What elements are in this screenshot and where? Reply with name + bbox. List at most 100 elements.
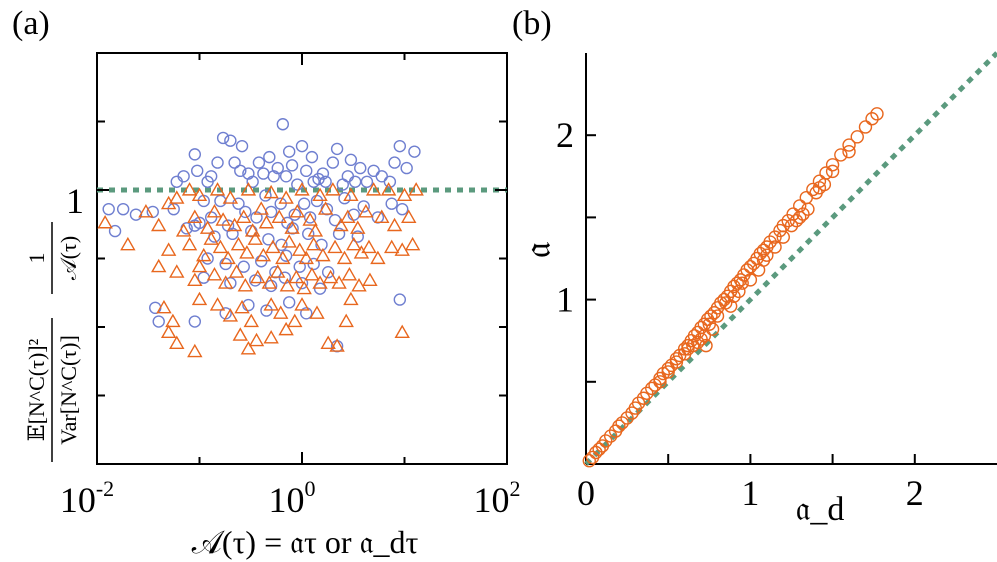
circle-point	[388, 156, 401, 169]
circle-point	[723, 299, 738, 313]
circle-point	[768, 240, 782, 254]
triangle-point	[401, 209, 417, 223]
circle-point	[315, 238, 328, 252]
circle-point	[332, 227, 346, 241]
triangle-point	[263, 184, 279, 199]
circle-point	[789, 213, 804, 228]
circle-point	[330, 142, 344, 156]
triangle-point	[361, 239, 377, 254]
circle-point	[293, 260, 306, 273]
triangle-point	[206, 267, 223, 281]
triangle-point	[292, 242, 308, 256]
circle-point	[825, 164, 840, 179]
circle-point	[276, 118, 290, 131]
panel-a-y-tick-label: 1	[66, 181, 84, 221]
circle-point	[640, 386, 654, 401]
triangle-point	[346, 236, 362, 251]
circle-point	[348, 175, 362, 188]
x-tick-label: 1	[741, 473, 759, 513]
circle-point	[262, 233, 275, 246]
triangle-point	[234, 299, 250, 314]
circle-point	[211, 156, 224, 169]
triangle-point	[187, 343, 203, 358]
circle-point	[801, 202, 815, 216]
triangle-point	[230, 236, 247, 251]
triangle-point	[333, 217, 349, 232]
y-label-numerator: 𝔼[N^C(τ)]²	[24, 338, 49, 441]
circle-point	[603, 429, 618, 443]
circle-point	[705, 322, 720, 336]
triangle-point	[331, 275, 347, 289]
triangle-point	[275, 250, 291, 265]
circle-point	[263, 150, 276, 164]
triangle-point	[181, 236, 198, 251]
circle-point	[865, 112, 879, 126]
y-label-denominator: Var[N^C(τ)]	[56, 335, 81, 445]
triangle-point	[270, 264, 286, 278]
triangle-point	[240, 341, 257, 355]
triangle-point	[250, 269, 266, 284]
triangle-point	[248, 332, 265, 347]
circle-point	[305, 150, 319, 164]
triangle-point	[244, 223, 261, 237]
circle-point	[730, 276, 744, 290]
triangle-point	[386, 217, 403, 232]
triangle-point	[327, 239, 343, 254]
circle-point	[784, 218, 799, 233]
x-tick-label: 2	[906, 473, 924, 513]
circle-point	[108, 224, 122, 238]
circle-point	[307, 175, 320, 188]
triangle-point	[383, 239, 400, 254]
triangle-point	[263, 330, 279, 344]
circle-point	[152, 315, 165, 328]
circle-point	[858, 120, 873, 134]
triangle-point	[322, 269, 339, 284]
triangle-point	[165, 313, 181, 328]
triangle-point	[394, 324, 410, 339]
x-tick-label: 100	[269, 476, 316, 520]
triangle-point	[296, 280, 312, 295]
triangle-point	[341, 267, 358, 281]
circle-point	[170, 175, 183, 188]
panel-b-y-axis-label: 𝔞	[517, 241, 559, 258]
triangle-point	[196, 247, 212, 262]
triangle-point	[294, 297, 310, 311]
circle-point	[592, 442, 606, 456]
triangle-point	[97, 214, 113, 229]
triangle-point	[294, 182, 310, 196]
circle-point	[691, 335, 705, 350]
triangle-point	[222, 190, 239, 204]
circle-point	[360, 175, 374, 188]
circle-point	[259, 189, 272, 202]
circle-point	[825, 158, 840, 172]
triangle-point	[151, 258, 167, 273]
triangle-point	[247, 231, 263, 245]
triangle-point	[160, 242, 177, 256]
circle-point	[188, 315, 202, 328]
circle-point	[354, 161, 367, 175]
triangle-point	[374, 209, 390, 223]
circle-point	[319, 175, 332, 188]
circle-point	[234, 164, 247, 178]
triangle-point	[255, 247, 272, 262]
panel-b-label: (b)	[512, 5, 552, 42]
circle-point	[367, 164, 380, 178]
circle-point	[393, 293, 407, 306]
triangle-point	[302, 212, 318, 226]
triangle-point	[181, 182, 198, 196]
triangle-point	[220, 250, 236, 265]
circle-point	[279, 170, 293, 183]
circle-point	[793, 199, 807, 213]
triangle-point	[203, 231, 219, 245]
triangle-point	[396, 187, 413, 202]
circle-point	[408, 145, 421, 158]
x-tick-label: 102	[474, 476, 521, 520]
circle-point	[341, 170, 355, 183]
circle-point	[237, 260, 250, 273]
triangle-point	[365, 182, 382, 196]
triangle-point	[156, 299, 172, 314]
panel-b-ticks	[586, 134, 916, 464]
